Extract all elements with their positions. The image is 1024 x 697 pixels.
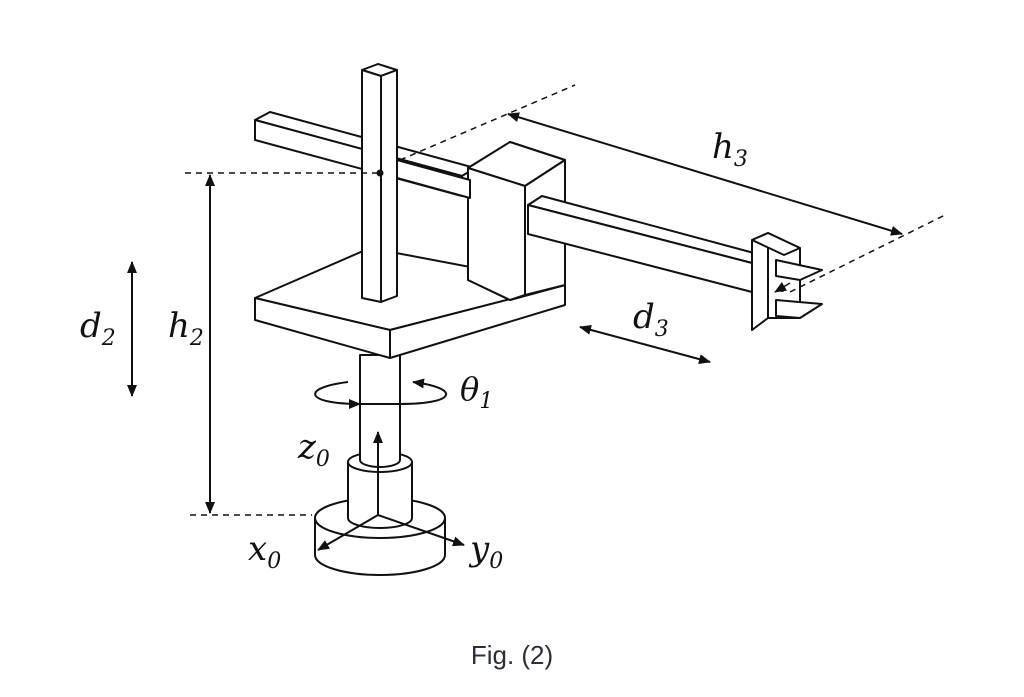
x0-axis-arrow <box>317 514 379 551</box>
y0-axis-arrow <box>377 514 465 547</box>
y0-label: y0 <box>468 529 503 574</box>
d3-motion-arrow <box>579 325 711 364</box>
theta1-rotation-arrow <box>314 378 447 409</box>
theta1-label: θ1 <box>460 370 493 414</box>
d3-label: d3 <box>633 297 669 342</box>
carriage-platform <box>254 247 566 359</box>
h2-label: h2 <box>168 306 204 351</box>
base-coordinate-frame <box>317 431 465 551</box>
dimension-reference-lines <box>185 84 946 516</box>
post-reference-point <box>376 169 384 177</box>
front-crossbar-stub <box>396 159 471 199</box>
vertical-post <box>361 63 398 303</box>
gripper-pointer-arrow <box>774 282 791 293</box>
h3-label: h3 <box>712 127 748 172</box>
d2-label: d2 <box>80 306 116 351</box>
figure-caption: Fig. (2) <box>470 640 554 670</box>
vertical-shaft <box>359 354 401 468</box>
x0-label: x0 <box>248 529 281 574</box>
h3-dimension-arrow <box>507 112 903 236</box>
z0-label: z0 <box>297 427 330 472</box>
